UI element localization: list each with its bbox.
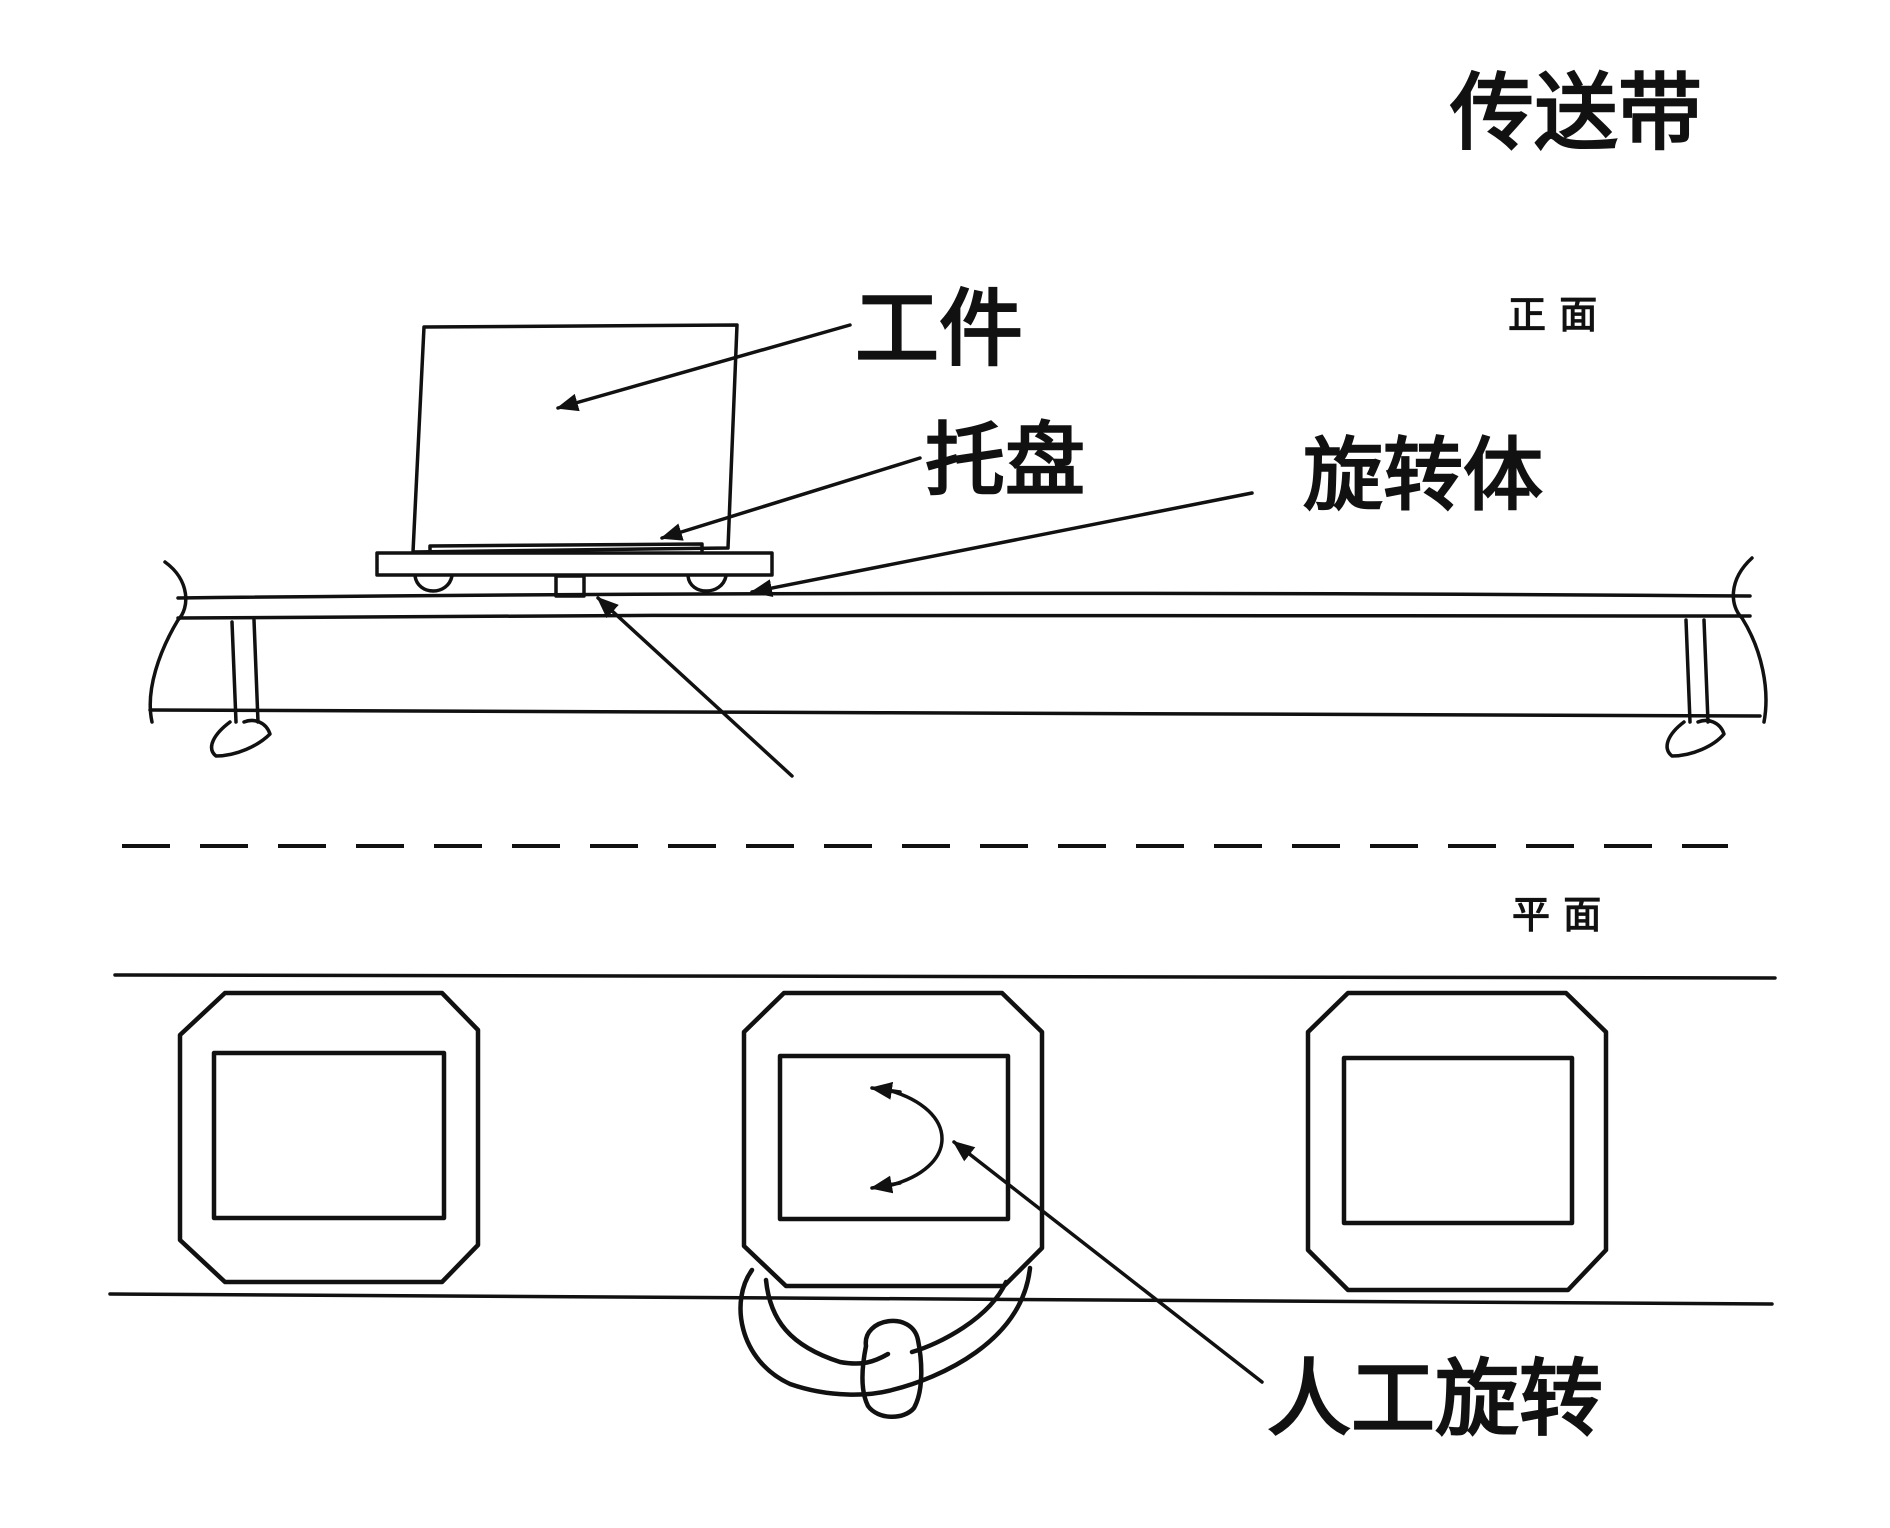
operator-head	[860, 1318, 924, 1419]
front-view-drawing	[148, 323, 1768, 778]
label-manual-rotation: 人工旋转	[1267, 1350, 1603, 1448]
conveyor-foot-left	[209, 718, 272, 758]
arrow-manual-rotation	[952, 1140, 1264, 1384]
label-pallet: 托盘	[925, 414, 1085, 507]
workpiece-outline-1	[211, 1050, 447, 1221]
conveyor-rail-top	[176, 591, 1752, 600]
rotation-arc-icon	[886, 1088, 944, 1188]
label-rotator: 旋转体	[1303, 429, 1543, 522]
workpiece-outline-3	[1341, 1055, 1575, 1226]
conveyor-rail-bottom	[176, 612, 1752, 620]
conveyor-end-right	[1731, 556, 1768, 724]
conveyor-end-left	[148, 560, 188, 724]
pallet-outline-1	[177, 990, 481, 1285]
pallet-top-strip	[428, 542, 704, 554]
conveyor-leg-left	[230, 618, 260, 724]
rotation-arrow-top	[870, 1081, 902, 1100]
arrow-workpiece	[556, 323, 852, 412]
workpiece-box	[411, 323, 739, 554]
pallet-plate	[375, 551, 774, 577]
belt-edge-top	[113, 973, 1777, 980]
pallet-outline-2	[741, 990, 1045, 1289]
operator-arms-inner	[763, 1277, 1009, 1366]
label-workpiece: 工件	[855, 280, 1023, 378]
pallet-outline-3	[1305, 990, 1609, 1293]
conveyor-foot-right	[1665, 718, 1726, 758]
operator-arms	[738, 1265, 1033, 1397]
pallet-roller-right	[686, 574, 728, 593]
workpiece-outline-2	[777, 1053, 1011, 1222]
title-conveyor-belt: 传送带	[1449, 64, 1702, 162]
operator-person-icon	[738, 1265, 1033, 1419]
label-front-view: 正 面	[1508, 293, 1597, 337]
plan-view-drawing	[108, 973, 1777, 1419]
arrow-rotator	[750, 491, 1254, 597]
arrow-pallet	[660, 456, 922, 541]
label-plan-view: 平 面	[1512, 893, 1601, 937]
conveyor-frame-bottom	[148, 708, 1762, 718]
pallet-roller-left	[413, 574, 454, 593]
belt-edge-bottom	[108, 1292, 1774, 1306]
arrow-rotator-block	[596, 596, 794, 778]
rotation-arrow-bottom	[870, 1175, 902, 1194]
conveyor-leg-right	[1684, 618, 1710, 724]
